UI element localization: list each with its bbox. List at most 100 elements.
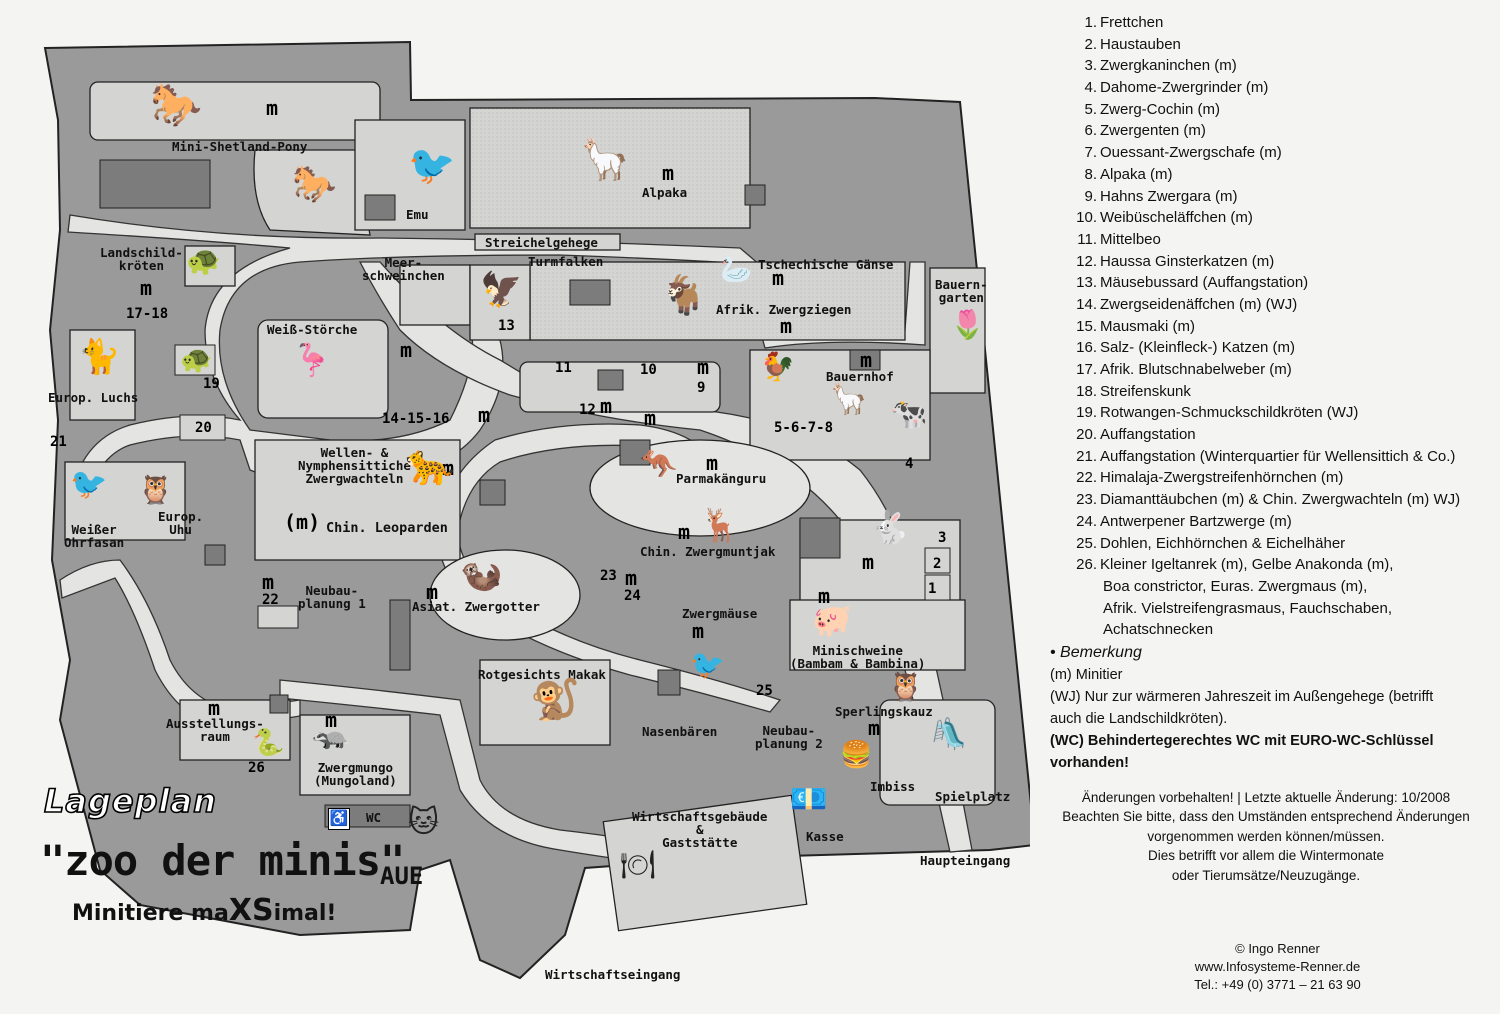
enclosure-number: 23: [600, 568, 617, 584]
remark-wj: (WJ) Nur zur wärmeren Jahreszeit im Auße…: [1050, 688, 1434, 705]
legend-item-text: Auffangstation (Winterquartier für Welle…: [1100, 447, 1456, 465]
label-europ-luchs: Europ. Luchs: [48, 390, 139, 405]
minitier-marker: m: [400, 338, 413, 362]
label-rotgesichts-makak: Rotgesichts Makak: [478, 667, 606, 682]
legend-item: 22.Himalaja-Zwergstreifenhörnchen (m): [1050, 467, 1490, 489]
label-parmakaenguru: Parmakänguru: [676, 471, 767, 486]
rabbit-icon: 🐇: [870, 508, 910, 546]
credit-phone: Tel.: +49 (0) 3771 – 21 63 90: [1194, 977, 1361, 992]
enclosure-luchs: [69, 329, 136, 421]
lynx-icon: 🐈: [78, 337, 121, 377]
label-imbiss: Imbiss: [870, 779, 916, 794]
legend-item-text: Hahns Zwergara (m): [1100, 187, 1238, 205]
legend-item-text: Auffangstation: [1100, 426, 1196, 444]
remark-heading: • Bemerkung: [1050, 643, 1142, 661]
legend-item-number: 3.: [1084, 57, 1097, 75]
label-turmfalken: Turmfalken: [528, 254, 604, 269]
label-neubauplanung-1: Neubau- planung 1: [298, 583, 366, 611]
legend-item-text: Salz- (Kleinfleck-) Katzen (m): [1100, 339, 1296, 357]
enclosure-number: 24: [624, 588, 641, 604]
enclosure-zwergotter: [429, 549, 581, 641]
turtle-icon: 🐢: [180, 345, 213, 375]
legend-item-number: 19.: [1076, 404, 1097, 422]
legend-item: 25.Dohlen, Eichhörnchen & Eichelhäher: [1050, 533, 1490, 555]
label-wellen-nymphensittiche: Wellen- & Nymphensittiche Zwergwachteln: [298, 445, 411, 486]
legend-item-text: Weibüscheläffchen (m): [1100, 209, 1253, 227]
cat-mascot-icon: 🐱: [408, 805, 440, 840]
legend-item: 11.Mittelbeo: [1050, 229, 1490, 251]
legend-item-number: 23.: [1076, 491, 1097, 509]
building: [657, 669, 681, 696]
enclosure-pony: [89, 81, 381, 141]
enclosure-number: 19: [203, 376, 220, 392]
label-landschildkroeten: Landschild- kröten: [100, 245, 183, 273]
remark-wc-cont: vorhanden!: [1050, 754, 1129, 771]
stork-icon: 🦩: [292, 341, 332, 379]
building: [924, 547, 951, 574]
legend-item-26-continued: Boa constrictor, Euras. Zwergmaus (m),Af…: [1050, 576, 1490, 641]
minitier-marker: m: [325, 708, 338, 732]
label-bauerngarten: Bauern- garten: [935, 277, 988, 305]
horse-icon: 🐎: [150, 80, 203, 129]
pheasant-icon: 🐦: [70, 467, 108, 502]
legend-item-number: 26.: [1076, 556, 1097, 574]
remark-wc: (WC) Behindertegerechtes WC mit EURO-WC-…: [1050, 732, 1434, 749]
legend-item: 12.Haussa Ginsterkatzen (m): [1050, 251, 1490, 273]
legend-item-text: Afrik. Blutschnabelweber (m): [1100, 361, 1292, 378]
changes-line: Beachten Sie bitte, dass den Umständen e…: [1062, 809, 1470, 825]
minitier-marker: m: [266, 96, 279, 120]
legend-item-text: Haustauben: [1100, 35, 1181, 53]
legend-item: 1.Frettchen: [1050, 12, 1490, 34]
zoo-location: AUE: [380, 862, 424, 890]
label-zwergmaeuse: Zwergmäuse: [682, 606, 758, 621]
legend-item-text: Rotwangen-Schmuckschildkröten (WJ): [1100, 404, 1359, 422]
food-icon: 🍽: [620, 848, 656, 881]
legend-item-number: 9.: [1084, 187, 1097, 205]
label-haupteingang: Haupteingang: [920, 853, 1011, 868]
minitier-marker: m: [678, 520, 691, 544]
legend-item: 17.Afrik. Blutschnabelweber (m): [1050, 359, 1490, 381]
snake-icon: 🐍: [252, 728, 285, 758]
enclosure-number: 20: [195, 420, 212, 436]
legend-item: 15.Mausmaki (m): [1050, 316, 1490, 338]
legend-item-text: Streifenskunk: [1100, 382, 1191, 400]
changes-line: Dies betrifft vor allem die Wintermonate: [1147, 848, 1385, 864]
legend-item-text: Dahome-Zwergrinder (m): [1100, 79, 1269, 97]
remark-wj-cont: auch die Landschildkröten).: [1050, 710, 1228, 727]
zoo-map: Mini-Shetland-Pony Emu Alpaka Streichelg…: [40, 40, 1030, 981]
changes-line: oder Tierumsätze/Neuzugänge.: [1171, 867, 1361, 883]
label-wirtschaftsgebaeude: Wirtschaftsgebäude & Gaststätte: [632, 809, 768, 850]
enclosure-alpaka: [469, 107, 751, 229]
minitier-marker: m: [692, 619, 705, 643]
legend-item-text: Antwerpener Bartzwerge (m): [1100, 512, 1292, 530]
enclosure-ohrfasan: [64, 461, 186, 541]
building: [179, 414, 226, 441]
enclosure-number: 21: [50, 434, 67, 450]
legend-item-text: Ouessant-Zwergschafe (m): [1100, 144, 1282, 162]
minitier-marker: m: [262, 570, 275, 594]
enclosure-number: 22: [262, 592, 279, 608]
legend-item-text: Zwergenten (m): [1100, 122, 1206, 140]
label-mini-shetland-pony: Mini-Shetland-Pony: [172, 139, 308, 154]
building: [257, 605, 299, 629]
wheelchair-icon: ♿: [328, 808, 350, 830]
credit: © Ingo Renner www.Infosysteme-Renner.de …: [1170, 940, 1385, 994]
building: [364, 194, 396, 221]
legend-item: 26.Kleiner Igeltanrek (m), Gelbe Anakond…: [1050, 554, 1490, 576]
legend-item: 19.Rotwangen-Schmuckschildkröten (WJ): [1050, 402, 1490, 424]
label-europ-uhu: Europ. Uhu: [158, 509, 204, 537]
remark-minitier: (m) Minitier: [1050, 666, 1123, 683]
enclosure-number: 12: [579, 402, 596, 418]
jackdaw-icon: 🐦: [690, 648, 725, 681]
minitier-marker: m: [780, 314, 793, 338]
building: [597, 369, 624, 391]
label-chin-zwergmuntjak: Chin. Zwergmuntjak: [640, 544, 776, 559]
legend-item-number: 22.: [1076, 469, 1097, 487]
label-spielplatz: Spielplatz: [935, 789, 1011, 804]
building-gaststaette: [602, 794, 808, 932]
snack-icon: 🍔: [840, 740, 873, 770]
legend-item-number: 24.: [1076, 512, 1097, 530]
slogan-xs: XS: [228, 893, 274, 928]
alpaca-small-icon: 🦙: [830, 382, 868, 417]
